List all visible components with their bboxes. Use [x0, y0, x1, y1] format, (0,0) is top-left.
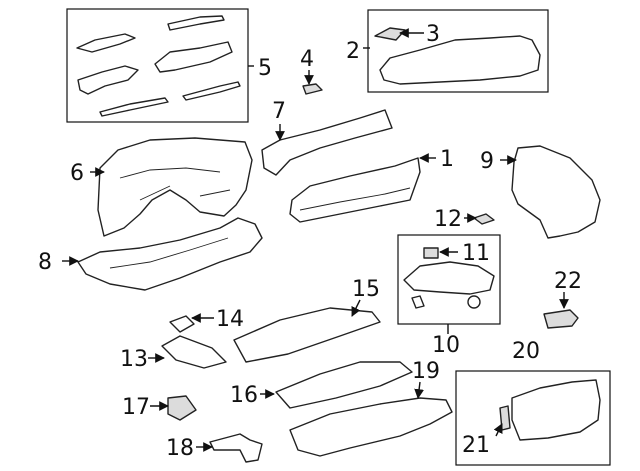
bracket-rail-7 — [261, 109, 393, 176]
rail-18 — [209, 433, 263, 463]
callout-13: 13 — [120, 347, 148, 372]
spare-tire-cover-8 — [77, 217, 263, 291]
callout-19: 19 — [412, 359, 440, 384]
clip-12 — [473, 213, 495, 225]
callout-9: 9 — [480, 149, 494, 174]
callout-8: 8 — [38, 250, 52, 275]
bracket-22 — [543, 309, 579, 329]
insulator-set-5 — [76, 15, 241, 117]
callout-7: 7 — [272, 99, 286, 124]
clip-4 — [302, 83, 323, 95]
callout-5: 5 — [258, 56, 272, 81]
clip-21 — [499, 405, 511, 431]
group-box-2 — [367, 9, 549, 93]
group-box-10 — [397, 234, 501, 325]
callout-1: 1 — [440, 147, 454, 172]
bracket-assembly-10 — [403, 261, 495, 295]
bracket-3 — [374, 27, 406, 41]
callout-12: 12 — [434, 207, 462, 232]
side-trim-panel-9 — [511, 145, 601, 239]
rear-trim-20 — [511, 379, 601, 441]
deck-board-16 — [275, 361, 413, 409]
trunk-trim-panel-1 — [289, 157, 421, 223]
callout-17: 17 — [122, 395, 150, 420]
deck-board-15 — [233, 307, 381, 363]
package-tray-panel — [379, 35, 541, 85]
callout-6: 6 — [70, 161, 84, 186]
callout-4: 4 — [300, 47, 314, 72]
callout-14: 14 — [216, 307, 244, 332]
callout-20: 20 — [512, 339, 540, 364]
leader-lines — [62, 28, 569, 452]
board-13 — [161, 335, 227, 369]
callout-16: 16 — [230, 383, 258, 408]
callout-11: 11 — [462, 241, 490, 266]
insulator-6 — [97, 137, 253, 237]
bracket-17 — [167, 395, 197, 421]
callout-21: 21 — [462, 433, 490, 458]
callout-3: 3 — [426, 22, 440, 47]
clip-14 — [169, 315, 195, 333]
callout-2: 2 — [346, 39, 360, 64]
callout-22: 22 — [554, 269, 582, 294]
callout-10: 10 — [432, 333, 460, 358]
storage-tray-19 — [289, 397, 453, 457]
group-box-20 — [455, 370, 611, 466]
callout-15: 15 — [352, 277, 380, 302]
callout-18: 18 — [166, 436, 194, 461]
